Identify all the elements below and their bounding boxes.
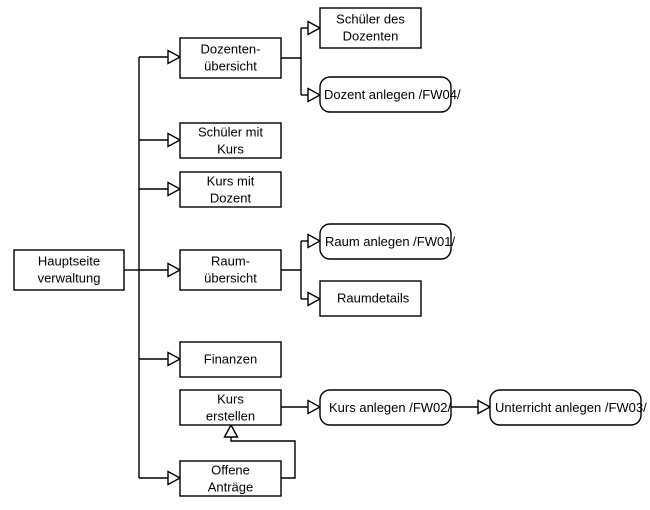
node-offene-antraege[interactable]: Offene Anträge <box>179 460 282 497</box>
node-kurs-mit-dozent-shape[interactable] <box>179 171 282 208</box>
node-kurs-anlegen-fw02-label: Kurs anlegen /FW02/ <box>329 400 452 415</box>
arrowhead-raumuebersicht <box>167 262 182 278</box>
node-kurs-erstellen-label-line1: Kurs <box>217 391 244 406</box>
arrowhead-finanzen <box>167 351 182 367</box>
node-kurs-erstellen-shape[interactable] <box>179 389 282 426</box>
node-kurs-anlegen-fw02-shape[interactable] <box>319 389 452 426</box>
node-dozentenuebersicht-label-line2: übersicht <box>204 58 257 73</box>
arrowhead-kurs-erstellen-up <box>223 423 239 438</box>
node-layer: Hauptseite verwaltung Dozenten- übersich… <box>13 7 647 497</box>
node-hauptseite-label-line2: verwaltung <box>38 270 101 285</box>
node-raum-anlegen-fw01-label: Raum anlegen /FW01/ <box>325 234 455 249</box>
node-schueler-des-dozenten-label-line1: Schüler des <box>336 11 405 26</box>
edge-layer <box>124 20 492 486</box>
node-raumuebersicht-label-line2: übersicht <box>204 270 257 285</box>
node-dozentenuebersicht-shape[interactable] <box>179 37 282 79</box>
node-offene-antraege-label-line2: Anträge <box>208 479 254 494</box>
node-kurs-mit-dozent-label-line1: Kurs mit <box>207 173 255 188</box>
node-kurs-erstellen[interactable]: Kurs erstellen <box>179 389 282 426</box>
arrowhead-dozentenuebersicht <box>167 49 182 65</box>
arrowhead-schueler-mit-kurs <box>167 132 182 148</box>
arrowhead-schueler-des-dozenten <box>307 20 322 36</box>
node-dozent-anlegen-fw04[interactable]: Dozent anlegen /FW04/ <box>319 76 461 113</box>
node-offene-antraege-shape[interactable] <box>179 460 282 497</box>
node-schueler-mit-kurs-label-line2: Kurs <box>217 141 244 156</box>
node-raumuebersicht-label-line1: Raum- <box>211 253 250 268</box>
node-hauptseite-shape[interactable] <box>13 249 125 291</box>
node-schueler-des-dozenten-label-line2: Dozenten <box>343 28 399 43</box>
node-raumdetails-shape[interactable] <box>319 280 422 317</box>
arrowhead-kurs-mit-dozent <box>167 181 182 197</box>
node-hauptseite[interactable]: Hauptseite verwaltung <box>13 249 125 291</box>
node-raum-anlegen-fw01[interactable]: Raum anlegen /FW01/ <box>319 223 455 260</box>
arrowhead-kurs-anlegen-fw02 <box>307 399 322 415</box>
node-finanzen-shape[interactable] <box>179 341 282 378</box>
node-kurs-erstellen-label-line2: erstellen <box>206 408 255 423</box>
node-schueler-des-dozenten-shape[interactable] <box>319 7 422 49</box>
node-dozent-anlegen-fw04-label: Dozent anlegen /FW04/ <box>324 87 461 102</box>
node-kurs-anlegen-fw02[interactable]: Kurs anlegen /FW02/ <box>319 389 452 426</box>
node-schueler-mit-kurs-shape[interactable] <box>179 122 282 159</box>
node-finanzen[interactable]: Finanzen <box>179 341 282 378</box>
node-finanzen-label: Finanzen <box>204 351 257 366</box>
node-dozent-anlegen-fw04-shape[interactable] <box>319 76 452 113</box>
node-raumuebersicht-shape[interactable] <box>179 249 282 291</box>
node-unterricht-anlegen-fw03-label: Unterricht anlegen /FW03/ <box>495 400 647 415</box>
node-raumdetails[interactable]: Raumdetails <box>319 280 422 317</box>
node-raum-anlegen-fw01-shape[interactable] <box>319 223 452 260</box>
node-offene-antraege-label-line1: Offene <box>211 462 250 477</box>
node-raumdetails-label: Raumdetails <box>337 290 410 305</box>
node-unterricht-anlegen-fw03[interactable]: Unterricht anlegen /FW03/ <box>489 389 647 426</box>
node-schueler-mit-kurs-label-line1: Schüler mit <box>198 124 263 139</box>
node-schueler-des-dozenten[interactable]: Schüler des Dozenten <box>319 7 422 49</box>
arrowhead-raumdetails <box>307 291 322 307</box>
node-hauptseite-label-line1: Hauptseite <box>38 253 100 268</box>
arrowhead-dozent-anlegen-fw04 <box>307 87 322 103</box>
arrowhead-raum-anlegen-fw01 <box>307 233 322 249</box>
node-dozentenuebersicht-label-line1: Dozenten- <box>201 41 261 56</box>
node-kurs-mit-dozent[interactable]: Kurs mit Dozent <box>179 171 282 208</box>
node-raumuebersicht[interactable]: Raum- übersicht <box>179 249 282 291</box>
arrowhead-unterricht-anlegen-fw03 <box>477 399 492 415</box>
node-dozentenuebersicht[interactable]: Dozenten- übersicht <box>179 37 282 79</box>
node-kurs-mit-dozent-label-line2: Dozent <box>210 190 252 205</box>
node-unterricht-anlegen-fw03-shape[interactable] <box>489 389 642 426</box>
arrowhead-offene-antraege <box>167 470 182 486</box>
node-schueler-mit-kurs[interactable]: Schüler mit Kurs <box>179 122 282 159</box>
edge-offene-antraege-kurs-erstellen <box>230 437 296 479</box>
